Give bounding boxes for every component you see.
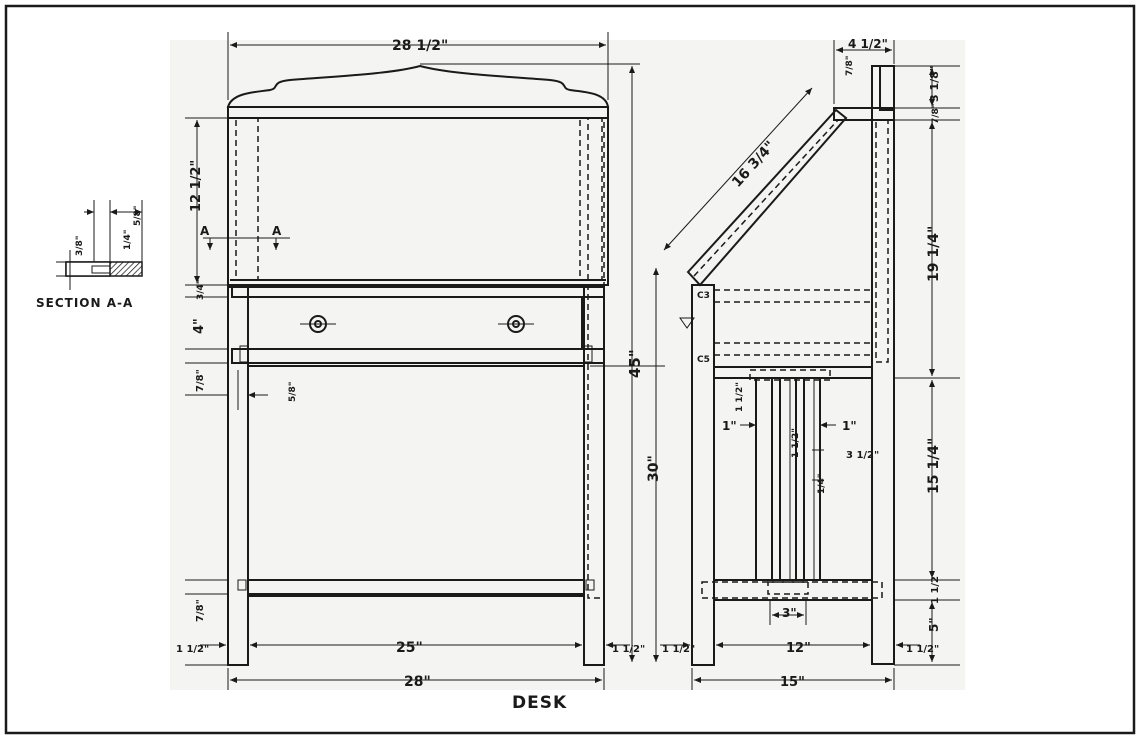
section-dim-1-4: 1/4" bbox=[123, 229, 133, 250]
dim-side-leg-right: 1 1/2" bbox=[906, 644, 939, 655]
dim-side-height-15: 15 1/4" bbox=[926, 438, 942, 494]
dim-side-slat-1-4: 1/4" bbox=[817, 473, 827, 494]
dim-side-rail: 3 1/8" bbox=[928, 65, 941, 102]
dim-rail-7-8-top: 7/8" bbox=[195, 369, 206, 392]
dim-side-bottom-3: 3" bbox=[782, 606, 797, 620]
side-view: C3 C5 bbox=[679, 65, 895, 666]
section-dim-3-8: 3/8" bbox=[75, 235, 85, 256]
dim-overall-width: 28" bbox=[404, 674, 431, 690]
dim-side-slat-3-1-2: 3 1/2" bbox=[846, 450, 879, 461]
side-top-board bbox=[833, 107, 895, 121]
dim-side-depth-12: 12" bbox=[786, 641, 811, 656]
dim-overall-height: 45" bbox=[626, 349, 644, 378]
dim-drawer-4: 4" bbox=[192, 318, 207, 334]
dim-rail-3-4: 3/4" bbox=[196, 279, 206, 300]
dim-cabinet-height: 12 1/2" bbox=[189, 160, 204, 212]
dim-side-leg-left: 1 1/2" bbox=[662, 644, 695, 655]
side-bottom-stretcher bbox=[713, 579, 873, 601]
dim-side-stretcher: 1 1/2" bbox=[930, 571, 941, 604]
section-aa-label: Section A-A bbox=[36, 296, 133, 310]
dim-side-slat-1-1-2: 1 1/2" bbox=[735, 382, 745, 412]
dim-side-slat-1-1-2-mid: 1 1/2" bbox=[791, 428, 801, 458]
dim-side-top: 4 1/2" bbox=[848, 37, 888, 51]
dim-side-slat-1-left: 1" bbox=[722, 419, 737, 433]
front-dimension-lines bbox=[185, 32, 665, 690]
dim-side-depth-15: 15" bbox=[780, 675, 805, 690]
side-dimension-lines bbox=[660, 40, 960, 690]
dim-leg-left: 1 1/2" bbox=[176, 644, 209, 655]
dim-leg-right: 1 1/2" bbox=[612, 644, 645, 655]
dim-side-height-19: 19 1/4" bbox=[926, 226, 942, 282]
section-aa bbox=[56, 200, 143, 290]
desk-title: Desk bbox=[512, 693, 567, 713]
dim-side-board: 7/8" bbox=[931, 103, 941, 124]
front-bottom-stretcher bbox=[247, 579, 585, 595]
dim-side-5-8: 5/8" bbox=[288, 381, 298, 402]
front-cabinet bbox=[227, 106, 609, 286]
dim-inner-width: 25" bbox=[396, 640, 423, 656]
front-view bbox=[203, 64, 610, 666]
dim-height-30: 30" bbox=[646, 455, 662, 482]
dim-top-width: 28 1/2" bbox=[392, 38, 448, 54]
dim-side-slat-1-right: 1" bbox=[842, 419, 857, 433]
section-mark-a-right: A bbox=[272, 224, 282, 238]
front-leg-left bbox=[227, 286, 249, 666]
front-crest bbox=[226, 64, 610, 108]
dim-side-bottom-5: 5" bbox=[927, 617, 941, 632]
section-dim-5-8: 5/8" bbox=[133, 205, 143, 226]
section-mark-a-left: A bbox=[200, 224, 210, 238]
dim-rail-7-8-bottom: 7/8" bbox=[195, 599, 206, 622]
dim-side-back: 7/8" bbox=[845, 55, 855, 76]
svg-text:C3: C3 bbox=[697, 291, 710, 301]
svg-text:C5: C5 bbox=[697, 355, 710, 365]
side-front-post bbox=[691, 284, 715, 666]
labels: Desk Section A-A A A 3/8" 1/4" 5/8" 28 1… bbox=[36, 37, 942, 713]
